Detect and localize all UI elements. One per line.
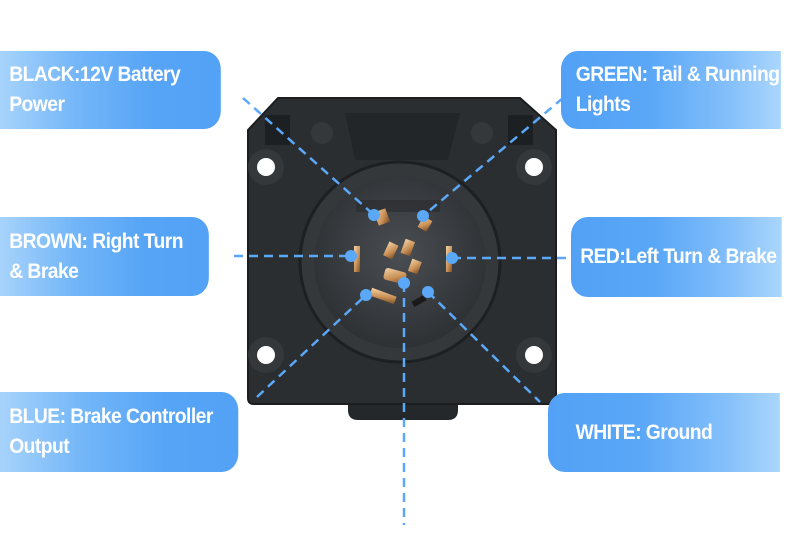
label-black-battery-power: BLACK:12V Battery Power <box>0 51 221 129</box>
dot-blue <box>360 289 372 301</box>
dot-white <box>422 286 434 298</box>
leader-lines <box>234 97 572 525</box>
label-text: BROWN: Right Turn & Brake <box>9 229 183 283</box>
dot-green <box>417 210 429 222</box>
label-blue-brake-controller-output: BLUE: Brake Controller Output <box>0 392 239 472</box>
label-white-ground: WHITE: Ground <box>548 393 780 472</box>
label-red-left-turn-brake: RED:Left Turn & Brake <box>571 217 782 297</box>
dot-center <box>398 277 410 289</box>
label-text: BLACK:12V Battery Power <box>9 63 181 116</box>
label-brown-right-turn-brake: BROWN: Right Turn & Brake <box>0 217 209 296</box>
label-text: BLUE: Brake Controller Output <box>9 405 213 458</box>
label-text: RED:Left Turn & Brake <box>580 245 777 268</box>
dot-red <box>446 252 458 264</box>
label-text: WHITE: Ground <box>575 420 713 444</box>
pin-marker-dots <box>345 209 458 301</box>
dot-black <box>368 209 380 221</box>
label-text: GREEN: Tail & Running Lights <box>575 63 780 116</box>
label-green-tail-running-lights: GREEN: Tail & Running Lights <box>561 51 781 129</box>
dot-brown <box>345 250 357 262</box>
mounting-holes <box>248 149 552 373</box>
